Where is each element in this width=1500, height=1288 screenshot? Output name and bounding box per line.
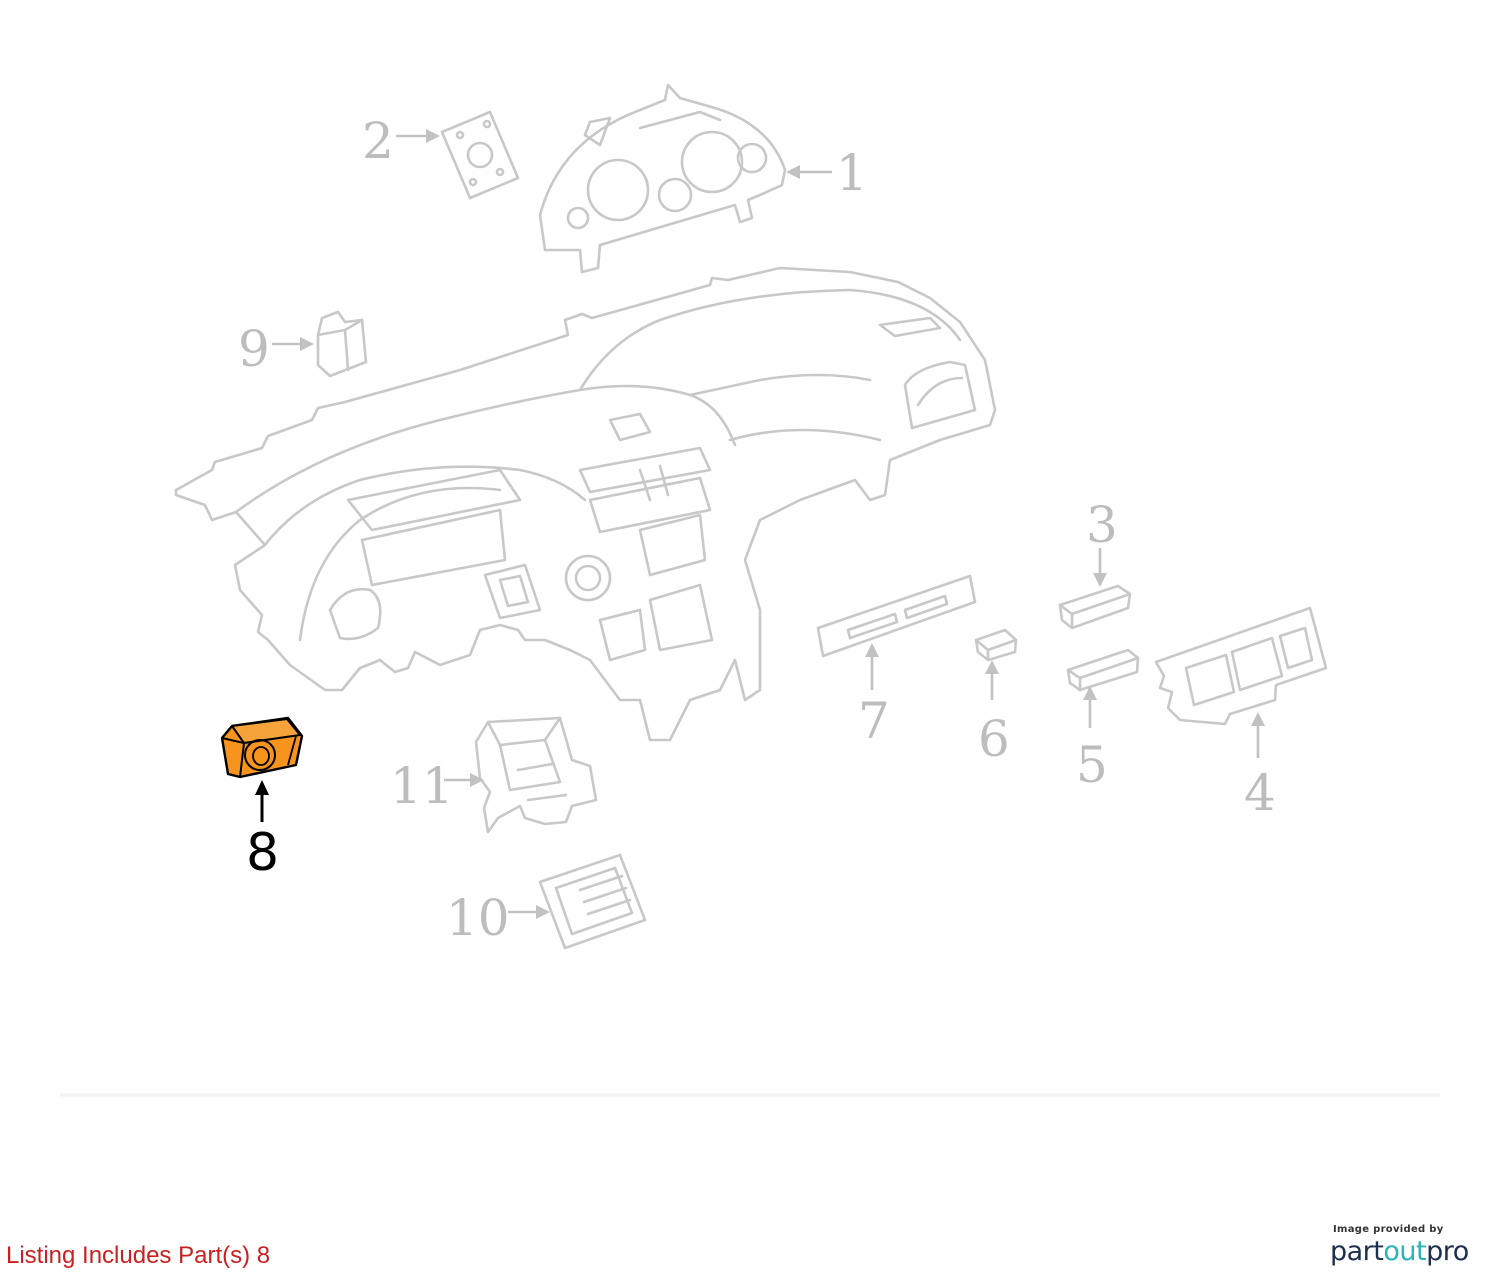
- part-4-control-panel[interactable]: [1154, 606, 1328, 726]
- callout-1-pointer: [786, 165, 832, 179]
- listing-note: Listing Includes Part(s) 8: [6, 1242, 271, 1269]
- callout-8: 8: [246, 823, 279, 883]
- callout-1: 1: [836, 144, 868, 202]
- callout-11-pointer: [444, 773, 484, 787]
- callout-7-pointer: [865, 643, 879, 690]
- callout-5: 5: [1076, 736, 1108, 794]
- part-11-module[interactable]: [474, 716, 598, 834]
- callout-10: 10: [446, 889, 510, 947]
- part-3-switch[interactable]: [1058, 584, 1132, 630]
- instrument-panel: [174, 266, 997, 742]
- callout-8-pointer: [255, 780, 269, 822]
- callout-3-pointer: [1093, 548, 1107, 587]
- callout-2: 2: [362, 112, 394, 170]
- logo-caption: Image provided by: [1333, 1224, 1444, 1235]
- partoutpro-logo: Image provided by partoutpro: [1330, 1222, 1490, 1282]
- logo-wordmark: partoutpro: [1330, 1236, 1469, 1267]
- callout-6-pointer: [985, 660, 999, 700]
- callout-9: 9: [238, 320, 270, 378]
- logo-pro: pro: [1426, 1236, 1469, 1267]
- callout-6: 6: [978, 710, 1010, 768]
- part-10-vent[interactable]: [538, 853, 647, 950]
- callout-2-pointer: [396, 129, 440, 143]
- callout-9-pointer: [272, 337, 314, 351]
- callout-7: 7: [858, 692, 890, 750]
- callout-4-pointer: [1251, 712, 1265, 758]
- logo-out: out: [1383, 1236, 1427, 1267]
- callout-4: 4: [1244, 764, 1276, 822]
- part-6-switch[interactable]: [974, 628, 1018, 662]
- callout-11: 11: [390, 757, 454, 815]
- part-8-switch-highlighted[interactable]: [220, 716, 304, 779]
- part-2-bezel[interactable]: [440, 110, 520, 200]
- callout-5-pointer: [1083, 686, 1097, 728]
- callout-10-pointer: [508, 905, 550, 919]
- callout-3: 3: [1086, 496, 1118, 554]
- part-9-sensor[interactable]: [316, 310, 368, 378]
- part-1-instrument-cluster[interactable]: [538, 83, 787, 274]
- part-7-switch-panel[interactable]: [816, 574, 977, 658]
- logo-part: part: [1330, 1236, 1384, 1267]
- part-5-switch[interactable]: [1066, 648, 1140, 692]
